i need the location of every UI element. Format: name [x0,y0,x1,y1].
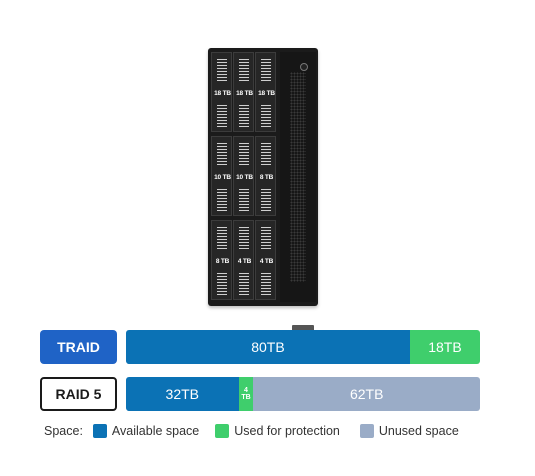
legend-item-protection: Used for protection [215,424,340,438]
legend-prefix: Space: [44,424,83,438]
legend-item-available: Available space [92,424,200,438]
available-space-segment: 80TB [126,330,410,364]
drive-bay: 8 TB [255,136,276,216]
drive-bay-label: 18 TB [214,90,231,97]
drive-bay: 18 TB [255,52,276,132]
drive-bay-label: 4 TB [237,258,252,265]
drive-bay-label: 10 TB [236,174,253,181]
drive-tray-grille [239,227,249,249]
drive-bay-label: 4 TB [259,258,274,265]
legend-swatch [92,424,107,438]
drive-bay: 10 TB [233,136,254,216]
drive-tray-grille [239,143,249,165]
drive-bay-label: 18 TB [258,90,275,97]
drive-tray-grille [261,273,271,295]
legend-swatch [359,424,374,438]
drive-tray-grille [261,105,271,127]
legend-swatch [215,424,230,438]
legend-label: Available space [111,424,200,438]
drive-tray-grille [261,189,271,211]
drive-tray-grille [217,227,227,249]
drive-tray-grille [217,143,227,165]
nas-device-image: 18 TB 18 TB 18 TB 10 TB 10 TB 8 TB 8 TB … [208,48,318,331]
drive-bay: 4 TB [233,220,254,300]
drive-tray-grille [239,189,249,211]
segment-label: 32TB [165,386,200,402]
drive-tray-grille [239,59,249,81]
unused-space-segment: 62TB [253,377,480,411]
drive-bay-label: 10 TB [214,174,231,181]
available-space-segment: 32TB [126,377,239,411]
raid5-tag: RAID 5 [40,377,117,411]
drive-bay-label: 8 TB [215,258,230,265]
drive-bay: 18 TB [211,52,232,132]
legend-label: Used for protection [234,424,340,438]
drive-bay: 4 TB [255,220,276,300]
drive-tray-grille [261,59,271,81]
drive-tray-grille [217,189,227,211]
drive-tray-grille [239,273,249,295]
drive-tray-grille [261,227,271,249]
traid-tag: TRAID [40,330,117,364]
drive-bay: 18 TB [233,52,254,132]
drive-tray-grille [217,273,227,295]
traid-capacity-bar: 80TB 18TB [126,330,480,364]
drive-tray-grille [261,143,271,165]
legend-item-unused: Unused space [359,424,459,438]
segment-label: 18TB [428,339,462,355]
drive-bay: 10 TB [211,136,232,216]
power-button-icon [300,63,308,71]
drive-bay-label: 18 TB [236,90,253,97]
drive-tray-grille [217,59,227,81]
legend-label: Unused space [378,424,459,438]
drive-tray-grille [217,105,227,127]
nas-vent-grille [290,72,306,282]
segment-label: 62TB [349,386,384,402]
brand-logo-plate [292,325,314,331]
drive-tray-grille [239,105,249,127]
segment-label: 80TB [251,339,285,355]
protection-space-segment: 18TB [409,330,480,364]
drive-bay: 8 TB [211,220,232,300]
drive-bay-label: 8 TB [259,174,274,181]
space-legend: Space: Available space Used for protecti… [44,423,459,439]
